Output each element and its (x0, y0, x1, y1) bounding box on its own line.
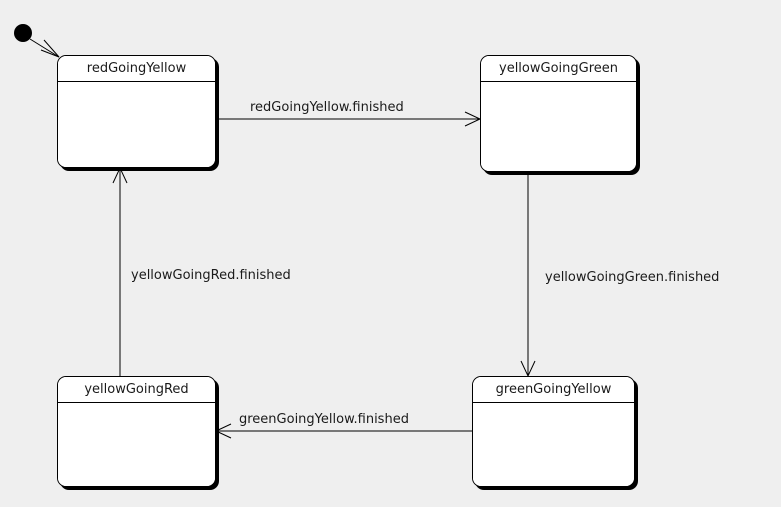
edge-yellowGoingRed-to-redGoingYellow (112, 166, 128, 376)
state-body-yellowGoingRed (58, 403, 215, 486)
state-title-yellowGoingRed: yellowGoingRed (58, 377, 215, 403)
initial-pseudostate-icon (14, 24, 32, 42)
edge-yellowGoingGreen-to-greenGoingYellow (520, 172, 536, 378)
state-yellowGoingGreen[interactable]: yellowGoingGreen (480, 55, 637, 172)
edge-label-greenGoingYellow-finished: greenGoingYellow.finished (239, 412, 409, 427)
state-redGoingYellow[interactable]: redGoingYellow (57, 55, 216, 168)
edge-start-to-redGoingYellow (29, 38, 60, 58)
edge-label-yellowGoingRed-finished: yellowGoingRed.finished (131, 268, 291, 283)
state-yellowGoingRed[interactable]: yellowGoingRed (57, 376, 216, 487)
state-body-greenGoingYellow (473, 403, 634, 486)
edge-greenGoingYellow-to-yellowGoingRed (214, 423, 472, 439)
edge-label-redGoingYellow-finished: redGoingYellow.finished (250, 100, 404, 115)
state-greenGoingYellow[interactable]: greenGoingYellow (472, 376, 635, 487)
state-title-yellowGoingGreen: yellowGoingGreen (481, 56, 636, 82)
edge-label-yellowGoingGreen-finished: yellowGoingGreen.finished (545, 270, 720, 285)
state-body-yellowGoingGreen (481, 82, 636, 171)
state-body-redGoingYellow (58, 82, 215, 167)
state-title-greenGoingYellow: greenGoingYellow (473, 377, 634, 403)
state-title-redGoingYellow: redGoingYellow (58, 56, 215, 82)
